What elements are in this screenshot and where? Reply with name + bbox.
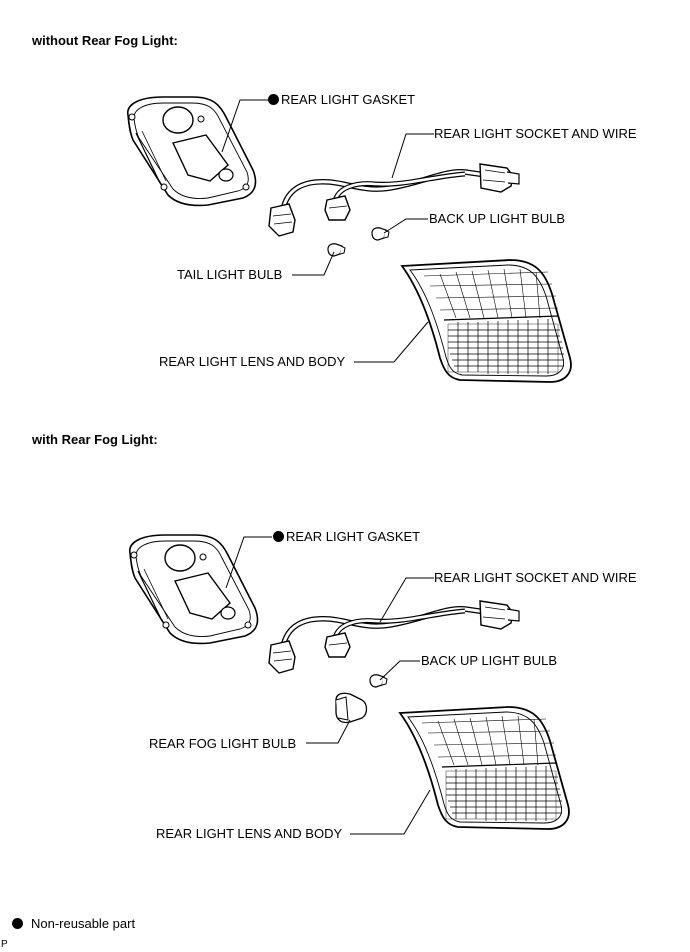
rear-light-lens-body-1: [401, 259, 572, 383]
label-rear-fog-light-bulb-2: REAR FOG LIGHT BULB: [149, 736, 297, 751]
non-reusable-dot-icon: [273, 531, 284, 542]
legend-non-reusable: Non-reusable part: [12, 916, 135, 931]
leader-lines-1: [221, 99, 434, 363]
label-rear-light-gasket-1: REAR LIGHT GASKET: [268, 93, 415, 107]
tail-light-bulb-1: [327, 243, 346, 257]
rear-light-lens-body-2: [399, 706, 570, 830]
label-text: REAR LIGHT GASKET: [281, 92, 416, 107]
rear-light-gasket-1: [126, 96, 257, 207]
label-rear-light-gasket-2: REAR LIGHT GASKET: [273, 530, 420, 544]
section-title-with-fog: with Rear Fog Light:: [32, 432, 158, 447]
rear-light-gasket-2: [128, 534, 259, 645]
leader-lines-2: [225, 536, 434, 835]
page-code: P: [1, 939, 8, 950]
label-rear-light-socket-wire-2: REAR LIGHT SOCKET AND WIRE: [434, 570, 637, 585]
label-rear-light-lens-body-1: REAR LIGHT LENS AND BODY: [159, 354, 346, 369]
label-back-up-light-bulb-2: BACK UP LIGHT BULB: [421, 653, 558, 668]
back-up-light-bulb-1: [371, 227, 390, 241]
label-rear-light-socket-wire-1: REAR LIGHT SOCKET AND WIRE: [434, 126, 637, 141]
label-text: REAR LIGHT GASKET: [286, 529, 421, 544]
back-up-light-bulb-2: [369, 674, 388, 688]
label-rear-light-lens-body-2: REAR LIGHT LENS AND BODY: [156, 826, 343, 841]
label-back-up-light-bulb-1: BACK UP LIGHT BULB: [429, 211, 566, 226]
legend-text: Non-reusable part: [31, 916, 136, 931]
black-dot-icon: [12, 918, 23, 929]
non-reusable-dot-icon: [268, 94, 279, 105]
rear-fog-light-bulb-2: [335, 692, 368, 724]
label-tail-light-bulb-1: TAIL LIGHT BULB: [177, 267, 283, 282]
section-title-without-fog: without Rear Fog Light:: [32, 33, 178, 48]
